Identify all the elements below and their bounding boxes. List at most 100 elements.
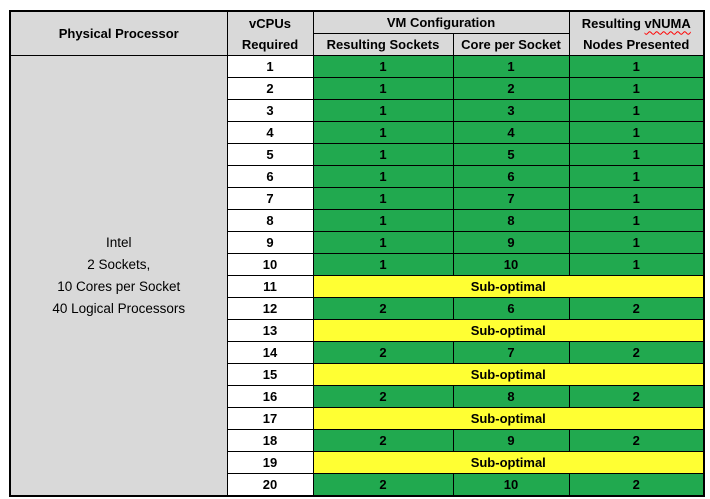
core-per-socket-cell: 7 xyxy=(452,341,570,364)
resulting-sockets-cell: 1 xyxy=(312,253,454,276)
vnuma-configuration-table: Physical Processor vCPUs Required VM Con… xyxy=(9,10,705,497)
physical-processor-line: 2 Sockets, xyxy=(87,256,151,272)
resulting-sockets-cell: 1 xyxy=(312,165,454,188)
physical-processor-line: 40 Logical Processors xyxy=(52,300,186,316)
vcpus-cell: 20 xyxy=(226,473,314,497)
vnuma-nodes-cell: 1 xyxy=(568,99,705,122)
core-per-socket-cell: 10 xyxy=(452,473,570,497)
suboptimal-cell: Sub-optimal xyxy=(312,451,705,474)
core-per-socket-cell: 3 xyxy=(452,99,570,122)
vcpus-cell: 1 xyxy=(226,55,314,78)
resulting-sockets-cell: 2 xyxy=(312,341,454,364)
resulting-sockets-cell: 1 xyxy=(312,209,454,232)
vcpus-cell: 9 xyxy=(226,231,314,254)
vnuma-header-line1: Resulting vNUMA xyxy=(572,13,702,34)
vnuma-header-line2: Nodes Presented xyxy=(583,36,690,52)
resulting-sockets-cell: 1 xyxy=(312,55,454,78)
vnuma-nodes-cell: 2 xyxy=(568,473,705,497)
physical-processor-description: Intel 2 Sockets, 10 Cores per Socket 40 Log… xyxy=(13,232,225,320)
vnuma-nodes-header: Resulting vNUMA Nodes Presented xyxy=(568,10,705,56)
header-row-sub: Resulting Sockets Core per Socket xyxy=(10,33,704,56)
vcpus-cell: 2 xyxy=(226,77,314,100)
vcpus-cell: 6 xyxy=(226,165,314,188)
physical-processor-cell: Intel 2 Sockets, 10 Cores per Socket 40 Log… xyxy=(9,55,228,497)
vnuma-table-container: Physical Processor vCPUs Required VM Con… xyxy=(9,10,705,497)
vcpus-cell: 5 xyxy=(226,143,314,166)
resulting-sockets-cell: 1 xyxy=(312,121,454,144)
core-per-socket-cell: 10 xyxy=(452,253,570,276)
core-per-socket-cell: 7 xyxy=(452,187,570,210)
vcpus-cell: 15 xyxy=(226,363,314,386)
vnuma-nodes-cell: 1 xyxy=(568,187,705,210)
vcpus-required-header: vCPUs Required xyxy=(226,10,314,56)
core-per-socket-cell: 2 xyxy=(452,77,570,100)
suboptimal-cell: Sub-optimal xyxy=(312,275,705,298)
vcpus-cell: 12 xyxy=(226,297,314,320)
core-per-socket-cell: 9 xyxy=(452,231,570,254)
vnuma-nodes-cell: 2 xyxy=(568,341,705,364)
resulting-sockets-cell: 1 xyxy=(312,231,454,254)
vcpus-cell: 14 xyxy=(226,341,314,364)
vcpus-cell: 19 xyxy=(226,451,314,474)
core-per-socket-cell: 8 xyxy=(452,209,570,232)
vnuma-nodes-cell: 1 xyxy=(568,77,705,100)
vcpus-cell: 17 xyxy=(226,407,314,430)
resulting-sockets-cell: 2 xyxy=(312,297,454,320)
suboptimal-cell: Sub-optimal xyxy=(312,319,705,342)
resulting-sockets-header: Resulting Sockets xyxy=(312,33,454,56)
vcpus-cell: 11 xyxy=(226,275,314,298)
vnuma-nodes-cell: 1 xyxy=(568,143,705,166)
vcpus-cell: 13 xyxy=(226,319,314,342)
core-per-socket-header: Core per Socket xyxy=(452,33,570,56)
resulting-sockets-cell: 1 xyxy=(312,143,454,166)
vnuma-header-word-spellcheck: vNUMA xyxy=(644,15,691,31)
vcpus-cell: 8 xyxy=(226,209,314,232)
physical-processor-line: 10 Cores per Socket xyxy=(57,278,181,294)
physical-processor-line: Intel xyxy=(105,234,132,250)
core-per-socket-cell: 4 xyxy=(452,121,570,144)
core-per-socket-cell: 1 xyxy=(452,55,570,78)
resulting-sockets-cell: 1 xyxy=(312,77,454,100)
core-per-socket-cell: 8 xyxy=(452,385,570,408)
vcpus-cell: 3 xyxy=(226,99,314,122)
vnuma-nodes-cell: 1 xyxy=(568,209,705,232)
vcpus-cell: 16 xyxy=(226,385,314,408)
vnuma-nodes-cell: 2 xyxy=(568,429,705,452)
physical-processor-header: Physical Processor xyxy=(9,10,228,56)
vnuma-nodes-cell: 1 xyxy=(568,231,705,254)
core-per-socket-cell: 9 xyxy=(452,429,570,452)
resulting-sockets-cell: 1 xyxy=(312,187,454,210)
vnuma-nodes-cell: 1 xyxy=(568,253,705,276)
vnuma-nodes-cell: 2 xyxy=(568,385,705,408)
vnuma-nodes-cell: 1 xyxy=(568,121,705,144)
vcpus-header-line1: vCPUs xyxy=(249,15,291,31)
resulting-sockets-cell: 1 xyxy=(312,99,454,122)
header-row-top: Physical Processor vCPUs Required VM Con… xyxy=(9,10,705,56)
resulting-sockets-cell: 2 xyxy=(312,473,454,497)
core-per-socket-cell: 5 xyxy=(452,143,570,166)
vnuma-nodes-cell: 2 xyxy=(568,297,705,320)
vnuma-nodes-cell: 1 xyxy=(568,165,705,188)
suboptimal-cell: Sub-optimal xyxy=(312,363,705,386)
table-row: Intel 2 Sockets, 10 Cores per Socket 40 Log… xyxy=(9,55,705,497)
resulting-sockets-cell: 2 xyxy=(312,385,454,408)
vcpus-cell: 18 xyxy=(226,429,314,452)
vcpus-header-line2: Required xyxy=(241,36,299,52)
vm-configuration-header: VM Configuration xyxy=(312,10,570,34)
